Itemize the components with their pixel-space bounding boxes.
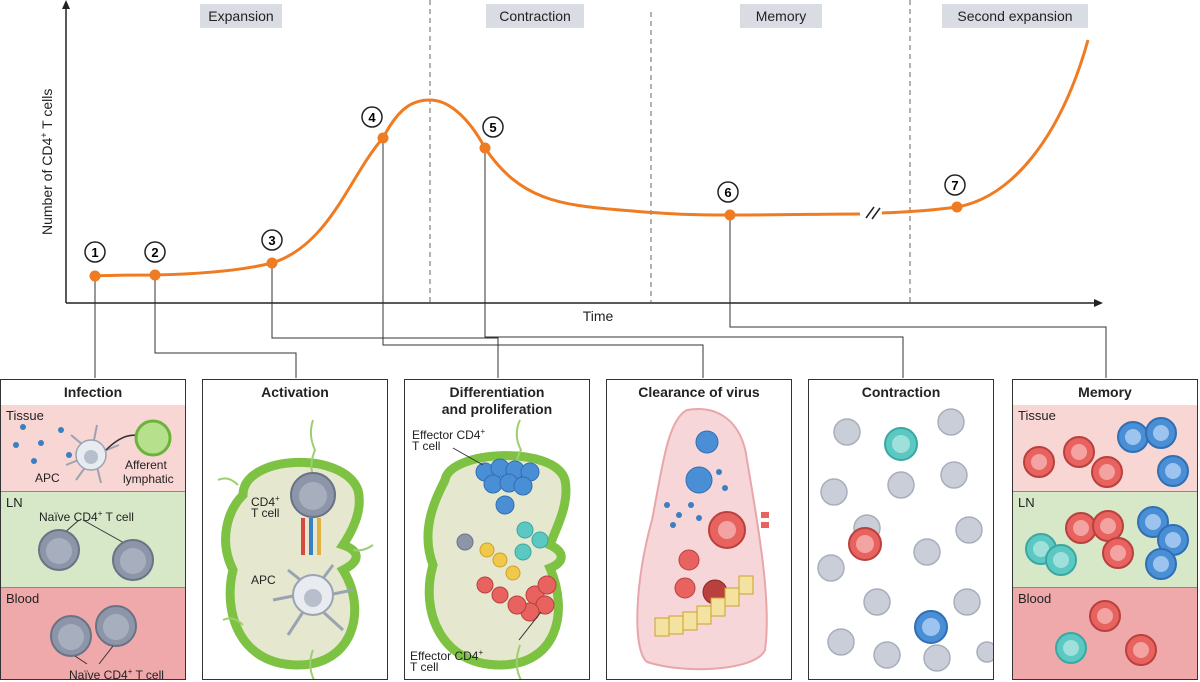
zone-blood: Blood xyxy=(1013,587,1197,679)
lung-illustration xyxy=(636,408,769,671)
naive-cells-ln xyxy=(38,519,154,581)
tcell-label: T cell xyxy=(251,506,280,520)
tcell-top-label: T cell xyxy=(412,439,441,453)
marker-7: 7 xyxy=(944,174,966,196)
apoptotic-cells xyxy=(817,408,993,672)
apc-illustration xyxy=(13,419,172,484)
svg-text:5: 5 xyxy=(489,120,496,135)
apc-label: APC xyxy=(35,471,60,485)
panel-title: Contraction xyxy=(861,384,941,400)
panel-memory: Memory Tissue LN Blood xyxy=(1012,379,1198,680)
proliferation-illustration xyxy=(423,419,571,679)
tcell-bottom-label: T cell xyxy=(410,660,439,674)
axis-break-1 xyxy=(865,206,875,219)
memory-cells-tissue xyxy=(1023,417,1189,488)
y-axis-arrow xyxy=(62,0,70,9)
lymphatic-label: lymphatic xyxy=(123,472,174,486)
phase-contraction: Contraction xyxy=(486,4,584,28)
marker-5: 5 xyxy=(482,116,504,138)
zone-label: Blood xyxy=(1018,591,1052,606)
svg-text:1: 1 xyxy=(91,245,98,260)
cd4-label: CD4+ xyxy=(251,494,280,509)
svg-text:3: 3 xyxy=(268,233,275,248)
panel-infection: Infection Tissue APC Afferent lymphatic … xyxy=(0,379,186,680)
afferent-label: Afferent xyxy=(125,458,167,472)
panel-title: Activation xyxy=(261,384,329,400)
marker-3: 3 xyxy=(261,229,283,251)
apc-label: APC xyxy=(251,573,276,587)
zone-tissue: Tissue xyxy=(1013,405,1197,491)
effector-bottom-label: Effector CD4+ xyxy=(410,648,484,663)
svg-text:4: 4 xyxy=(368,110,376,125)
panel-title: Infection xyxy=(63,384,123,400)
memory-cells-ln xyxy=(1025,506,1189,580)
y-axis-label: Number of CD4+ T cells xyxy=(39,89,55,235)
phase-memory: Memory xyxy=(740,4,822,28)
marker-6: 6 xyxy=(717,181,739,203)
effector-top-label: Effector CD4+ xyxy=(412,427,486,442)
curve-points xyxy=(89,132,963,282)
svg-text:6: 6 xyxy=(724,185,731,200)
phase-second-expansion: Second expansion xyxy=(942,4,1088,28)
cd4-curve xyxy=(94,39,1090,278)
panel-connectors xyxy=(94,138,1107,378)
naive-cells-blood xyxy=(50,605,137,665)
zone-blood: Blood Naïve CD4+ T cell xyxy=(1,587,185,680)
panel-contraction: Contraction xyxy=(808,379,994,680)
zone-label: Blood xyxy=(6,591,40,606)
svg-text:7: 7 xyxy=(951,178,958,193)
x-axis-label: Time xyxy=(583,308,614,324)
marker-4: 4 xyxy=(361,106,383,128)
panel-title: Clearance of virus xyxy=(638,384,760,400)
svg-text:2: 2 xyxy=(151,245,158,260)
lymph-node-illustration xyxy=(217,419,374,679)
panel-clearance: Clearance of virus xyxy=(606,379,792,680)
axis-break-2 xyxy=(871,207,881,220)
zone-label: Tissue xyxy=(6,408,44,423)
zone-label: Tissue xyxy=(1018,408,1056,423)
naive-blood-label: Naïve CD4+ T cell xyxy=(69,667,164,680)
marker-2: 2 xyxy=(144,241,166,263)
zone-label: LN xyxy=(1018,495,1035,510)
zone-label: LN xyxy=(6,495,23,510)
zone-tissue: Tissue APC Afferent lymphatic xyxy=(1,405,185,491)
panel-activation: Activation CD4+ T cell APC xyxy=(202,379,388,680)
zone-ln: LN Naïve CD4+ T cell xyxy=(1,491,185,588)
x-axis-arrow xyxy=(1094,299,1103,307)
zone-ln: LN xyxy=(1013,491,1197,588)
marker-1: 1 xyxy=(84,241,106,263)
panel-title: Memory xyxy=(1078,384,1132,400)
memory-cells-blood xyxy=(1055,600,1157,666)
phase-expansion: Expansion xyxy=(200,4,282,28)
